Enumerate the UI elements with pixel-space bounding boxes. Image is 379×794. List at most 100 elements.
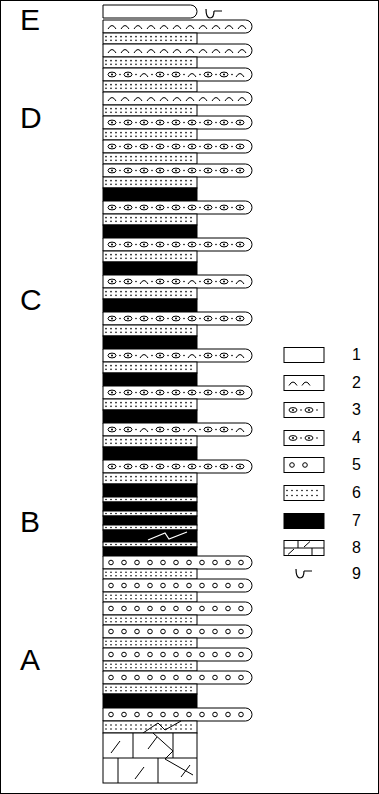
section-label: C	[20, 285, 42, 315]
bed	[103, 592, 197, 602]
bed	[103, 708, 252, 721]
bed	[103, 436, 197, 447]
bed	[103, 177, 197, 188]
bed	[103, 238, 252, 251]
section-label: D	[20, 103, 42, 133]
legend-row: 2	[352, 375, 361, 391]
bed	[103, 473, 197, 484]
legend-number: 6	[352, 485, 361, 501]
section-label: B	[20, 507, 40, 537]
legend-number: 9	[352, 566, 361, 582]
bed	[103, 410, 197, 423]
section-letter: D	[20, 103, 42, 133]
legend-sample	[284, 541, 324, 556]
bed	[103, 579, 252, 592]
bed	[103, 362, 197, 373]
bed	[103, 140, 252, 153]
legend-swatch	[284, 458, 324, 473]
bed	[103, 188, 197, 201]
bed	[103, 116, 252, 129]
bed	[103, 671, 252, 684]
bed	[103, 484, 197, 497]
bed	[103, 251, 197, 262]
bed	[103, 349, 252, 362]
legend-row: 3	[352, 402, 361, 418]
bed	[103, 648, 252, 661]
bed	[103, 33, 197, 44]
bed	[103, 638, 197, 648]
bed	[103, 502, 197, 511]
section-letter: A	[20, 645, 40, 675]
bed	[103, 516, 197, 525]
section-label: E	[20, 5, 40, 35]
bed	[103, 460, 252, 473]
bed	[103, 542, 197, 547]
legend-number: 2	[352, 375, 361, 391]
bed	[103, 399, 197, 410]
legend-number: 7	[352, 513, 361, 529]
bed	[103, 129, 197, 140]
bed	[103, 511, 197, 516]
bed	[103, 20, 252, 33]
legend-row: 6	[352, 485, 361, 501]
legend-swatch	[284, 348, 324, 363]
bed	[103, 547, 197, 556]
legend-number: 3	[352, 402, 361, 418]
bed	[103, 497, 197, 502]
legend-row: 7	[352, 513, 361, 529]
bed	[103, 262, 197, 275]
legend-number: 8	[352, 540, 361, 556]
legend-swatches	[284, 348, 324, 579]
bed	[103, 105, 197, 116]
bed	[103, 57, 197, 68]
legend-swatch	[284, 376, 324, 391]
bed	[103, 556, 252, 569]
bed	[103, 447, 197, 460]
bed	[103, 299, 197, 312]
bed	[103, 525, 197, 530]
bed	[103, 92, 252, 105]
bed	[103, 373, 197, 386]
bed	[103, 44, 252, 57]
legend-number: 5	[352, 457, 361, 473]
bed	[103, 684, 197, 694]
bed	[103, 721, 197, 733]
legend-sample	[296, 569, 312, 578]
legend-sample	[284, 376, 324, 391]
bed	[103, 275, 252, 288]
legend-sample	[284, 403, 324, 418]
bed	[103, 336, 197, 349]
bed	[103, 386, 252, 399]
legend-row: 4	[352, 430, 361, 446]
bed	[103, 423, 252, 436]
bed	[103, 201, 252, 214]
section-letter: B	[20, 507, 40, 537]
bed	[103, 214, 197, 225]
bed	[103, 288, 197, 299]
legend-sample	[284, 348, 324, 363]
legend-row: 8	[352, 540, 361, 556]
legend-sample	[284, 431, 324, 446]
bed	[103, 325, 197, 336]
legend-row: 5	[352, 457, 361, 473]
bed	[103, 5, 197, 18]
legend-swatch	[284, 541, 324, 556]
bed	[103, 312, 252, 325]
strat-column	[103, 5, 252, 783]
bed	[103, 694, 197, 708]
bed	[103, 615, 197, 625]
fossil-symbol	[206, 9, 222, 18]
section-label: A	[20, 645, 40, 675]
bed	[103, 164, 252, 177]
legend-swatch	[284, 431, 324, 446]
bed	[103, 733, 197, 783]
legend-row: 9	[352, 566, 361, 582]
section-letter: C	[20, 285, 42, 315]
bed	[103, 602, 252, 615]
bed	[103, 625, 252, 638]
bed	[103, 661, 197, 671]
legend-row: 1	[352, 347, 361, 363]
bed	[103, 81, 197, 92]
bed	[103, 530, 197, 542]
